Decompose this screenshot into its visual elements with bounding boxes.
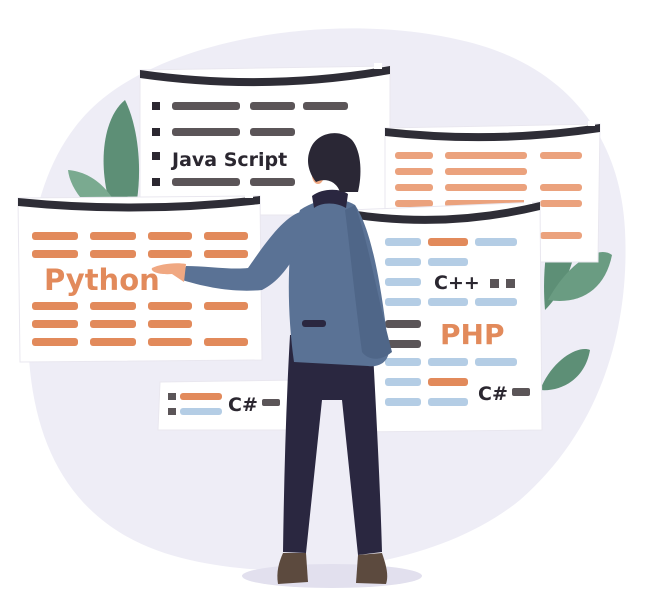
python-panel: Python [17,193,263,363]
right-shoe [356,553,388,584]
left-shoe [277,553,308,584]
javascript-label: Java Script [170,149,287,171]
php-label: PHP [440,318,504,351]
php-panel: C++ PHP C# [349,199,543,433]
javascript-panel: Java Script [139,63,391,216]
csharp-bottom-label: C# [228,394,258,416]
hand [151,263,186,282]
csharp-bottom-panel: C# [157,379,301,431]
hair [308,133,361,192]
csharp-right-label: C# [478,383,508,405]
floor-shadow [242,564,422,588]
cpp-label: C++ [434,272,480,294]
python-label: Python [44,263,160,297]
person [151,133,422,588]
pants [283,332,382,555]
arm [182,212,302,291]
